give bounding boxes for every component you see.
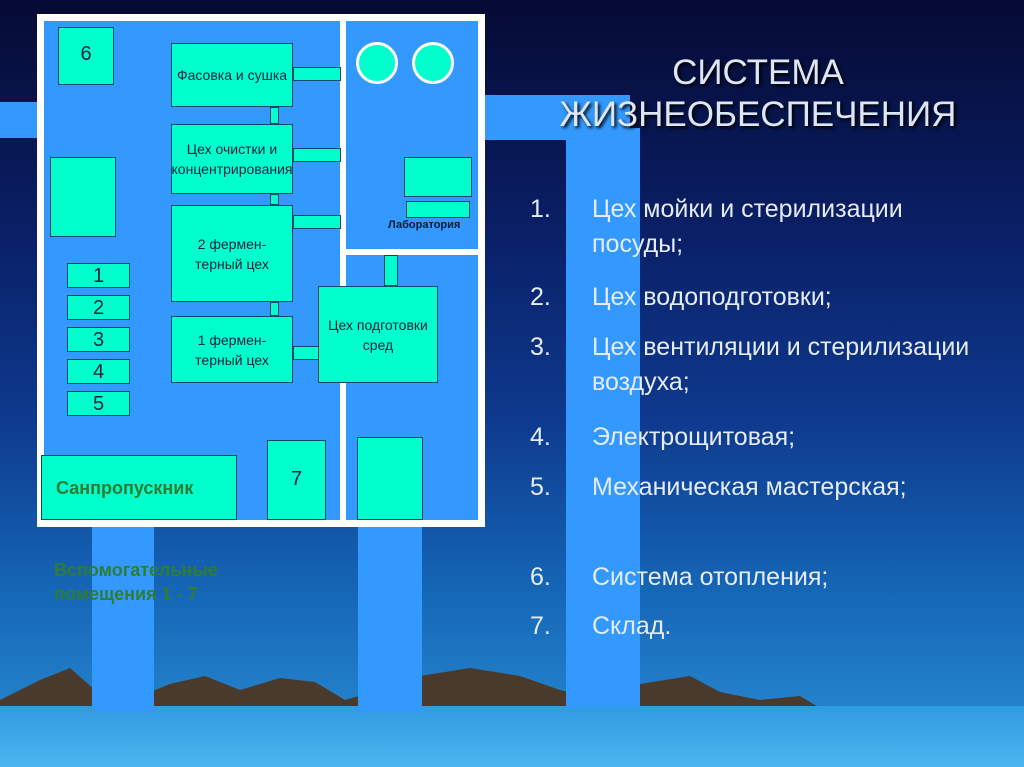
aux-room-1-label: 1 (92, 264, 105, 287)
list-item-number: 4. (530, 423, 551, 451)
aux-room-4-label: 4 (92, 360, 105, 383)
room-packing-drying-label: Фасовка и сушка (176, 67, 288, 83)
list-item-number: 3. (530, 333, 551, 361)
connector (270, 107, 279, 124)
aux-rooms-caption: Вспомогательные помещения 1 - 7 (54, 560, 218, 604)
aux-room-1: 1 (67, 263, 130, 288)
connector (270, 194, 279, 205)
pipe-left (0, 102, 42, 138)
room-media-prep-label: Цех подготовки сред (328, 316, 428, 353)
aux-room-5: 5 (67, 391, 130, 416)
pipe-bottom-right (358, 527, 422, 712)
aux-room-2-label: 2 (92, 296, 105, 319)
room-packing-drying: Фасовка и сушка (171, 43, 293, 107)
connector (293, 215, 341, 229)
list-item-text: Электрощитовая; (592, 423, 796, 451)
connector (293, 67, 341, 81)
room-fermenter-1-label: 1 фермен-терный цех (195, 331, 269, 368)
water-band (0, 706, 1024, 767)
tank-icon (356, 42, 398, 84)
room-7-label: 7 (290, 468, 303, 490)
lab-bench (404, 157, 472, 197)
list-item-number: 7. (530, 612, 551, 640)
list-item-number: 6. (530, 563, 551, 591)
room-6: 6 (58, 27, 114, 85)
aux-room-3-label: 3 (92, 328, 105, 351)
wall-vertical (340, 21, 346, 520)
room-fermenter-2-label: 2 фермен-терный цех (195, 235, 269, 272)
connector (293, 148, 341, 162)
laboratory-label: Лаборатория (388, 219, 461, 231)
list-item-text: Цех водоподготовки; (592, 283, 832, 311)
pipe-bottom-left (92, 527, 154, 712)
room-purification: Цех очистки и концентрирования (171, 124, 293, 194)
aux-room-3: 3 (67, 327, 130, 352)
list-item-number: 5. (530, 473, 551, 501)
list-item-number: 2. (530, 283, 551, 311)
list-item-text: Склад. (592, 612, 672, 640)
connector (270, 302, 279, 316)
tank-icon (412, 42, 454, 84)
slide-title: СИСТЕМА ЖИЗНЕОБЕСПЕЧЕНИЯ (559, 53, 957, 134)
list-item-number: 1. (530, 195, 551, 223)
room-fermenter-1: 1 фермен-терный цех (171, 316, 293, 383)
aux-room (357, 437, 423, 520)
list-item-text: Система отопления; (592, 563, 829, 591)
connector (384, 255, 398, 286)
aux-room-5-label: 5 (92, 392, 105, 415)
aux-room-2: 2 (67, 295, 130, 320)
list-item-text: Цех мойки и стерилизации посуды; (592, 195, 903, 258)
room-sanitary: Санпропускник (41, 455, 237, 520)
aux-room (50, 157, 116, 237)
aux-room-4: 4 (67, 359, 130, 384)
connector (293, 346, 319, 360)
pipe-right-down (566, 128, 640, 708)
room-purification-label: Цех очистки и концентрирования (171, 141, 293, 177)
list-item-text: Механическая мастерская; (592, 473, 907, 501)
lab-bench (406, 201, 470, 218)
wall-horizontal (340, 249, 478, 255)
list-item-text: Цех вентиляции и стерилизации воздуха; (592, 333, 970, 396)
room-7: 7 (267, 440, 326, 520)
room-fermenter-2: 2 фермен-терный цех (171, 205, 293, 302)
room-sanitary-label: Санпропускник (56, 477, 194, 498)
room-media-prep: Цех подготовки сред (318, 286, 438, 383)
room-6-label: 6 (80, 43, 92, 65)
